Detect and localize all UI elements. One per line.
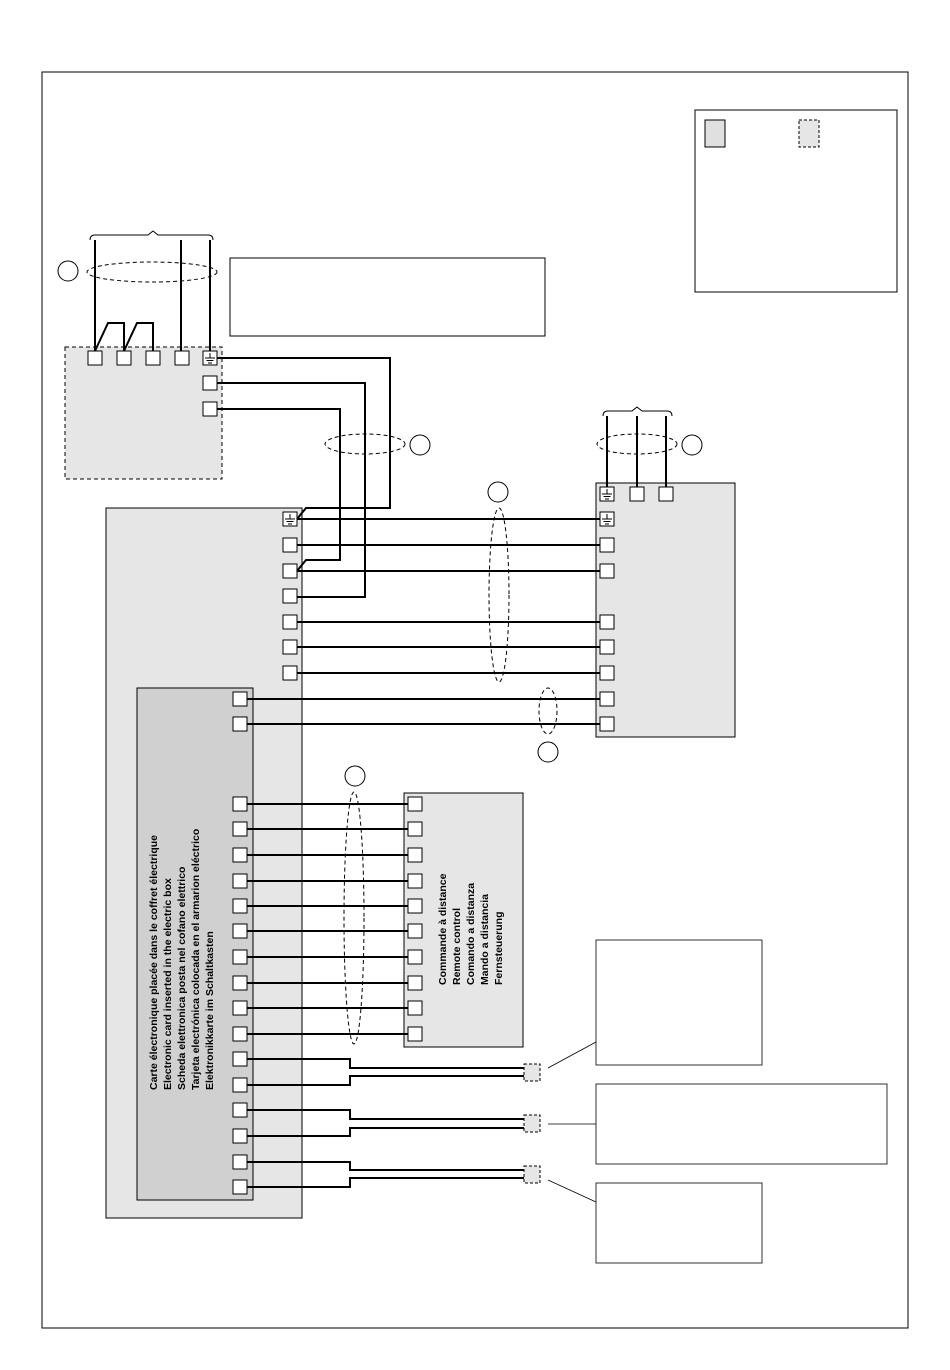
remote-label-es: Mando a distancia [479, 894, 491, 985]
wires-card-to-external [247, 1058, 525, 1188]
wires-card-to-remote [247, 803, 408, 1035]
terminal [599, 614, 615, 630]
terminal [232, 1154, 248, 1170]
page-frame [41, 71, 909, 1329]
terminal [407, 847, 423, 863]
terminal [282, 563, 298, 579]
terminal [282, 537, 298, 553]
terminal [599, 639, 615, 655]
card-label-es: Tarjeta electrónica colocada en el armar… [190, 829, 202, 1090]
callout-circle [487, 481, 509, 503]
terminal [407, 796, 423, 812]
note-box-2 [595, 1083, 888, 1165]
terminal [599, 563, 615, 579]
terminal [232, 1026, 248, 1042]
external-terminal [523, 1114, 541, 1133]
terminal [232, 1000, 248, 1016]
wires-outdoor-to-box [217, 357, 391, 598]
terminal [407, 949, 423, 965]
external-terminal [523, 1165, 541, 1184]
wires-box-to-indoor [247, 518, 600, 725]
terminal [282, 639, 298, 655]
cable-bundle-ellipse [324, 433, 406, 455]
terminal [232, 821, 248, 837]
indoor-unit [595, 482, 736, 738]
earth-ground-icon [599, 511, 615, 527]
external-terminal [523, 1063, 541, 1082]
terminal [599, 665, 615, 681]
terminal [232, 716, 248, 732]
terminal [232, 847, 248, 863]
terminal [599, 691, 615, 707]
note-box-3 [595, 1182, 763, 1264]
terminal [232, 1077, 248, 1093]
terminal [629, 486, 645, 502]
terminal [232, 923, 248, 939]
terminal [599, 537, 615, 553]
terminal [407, 1000, 423, 1016]
terminal [232, 873, 248, 889]
cable-bundle-ellipse [488, 507, 510, 683]
outdoor-unit [64, 346, 223, 480]
remote-label-en: Remote control [451, 908, 463, 985]
cable-bundle-ellipse [538, 687, 558, 735]
terminal [407, 898, 423, 914]
info-box-top [229, 257, 546, 337]
cable-bundle-ellipse [86, 261, 218, 283]
terminal [174, 350, 190, 366]
terminal [232, 1128, 248, 1144]
terminal [202, 401, 218, 417]
terminal [202, 375, 218, 391]
remote-control: Commande à distance Remote control Coman… [403, 792, 524, 1048]
remote-label-fr: Commande à distance [437, 873, 449, 985]
cable-bundle-ellipse [343, 791, 365, 1045]
terminal [407, 1026, 423, 1042]
terminal [282, 665, 298, 681]
terminal [116, 350, 132, 366]
terminal [282, 614, 298, 630]
callout-circle [344, 765, 366, 787]
callout-circle [409, 434, 431, 456]
earth-ground-icon [202, 350, 218, 366]
terminal [232, 1102, 248, 1118]
earth-ground-icon [282, 511, 298, 527]
callout-circle [57, 260, 79, 282]
terminal [599, 716, 615, 732]
card-label-fr: Carte électronique placée dans le coffre… [148, 835, 160, 1090]
note-box-1 [595, 939, 763, 1066]
terminal [232, 1051, 248, 1067]
terminal [232, 898, 248, 914]
legend-solid-terminal [704, 119, 726, 148]
electronic-card: Carte électronique placée dans le coffre… [136, 687, 254, 1201]
card-label-en: Electronic card inserted in the electric… [162, 878, 174, 1090]
power-supply-top [57, 230, 218, 352]
card-label-it: Scheda elettronica posta nel cofano elet… [176, 867, 188, 1090]
card-label-de: Elektronikkarte im Schaltkasten [204, 931, 216, 1090]
terminal [232, 691, 248, 707]
power-supply-right [596, 406, 703, 487]
terminal [407, 821, 423, 837]
terminal [407, 873, 423, 889]
earth-ground-icon [599, 486, 615, 502]
terminal [407, 923, 423, 939]
terminal [232, 975, 248, 991]
terminal [282, 588, 298, 604]
legend-dashed-terminal [798, 119, 820, 148]
terminal [407, 975, 423, 991]
terminal [232, 1179, 248, 1195]
terminal [232, 949, 248, 965]
callout-circle [681, 434, 703, 456]
terminal [232, 796, 248, 812]
leader-lines [547, 1041, 597, 1203]
terminal [658, 486, 674, 502]
callout-circle [537, 741, 559, 763]
terminal [145, 350, 161, 366]
remote-label-de: Fernsteuerung [493, 911, 505, 985]
cable-bundle-ellipse [596, 433, 678, 455]
terminal [87, 350, 103, 366]
legend-box [694, 109, 898, 293]
remote-label-it: Comando a distanza [465, 883, 477, 985]
